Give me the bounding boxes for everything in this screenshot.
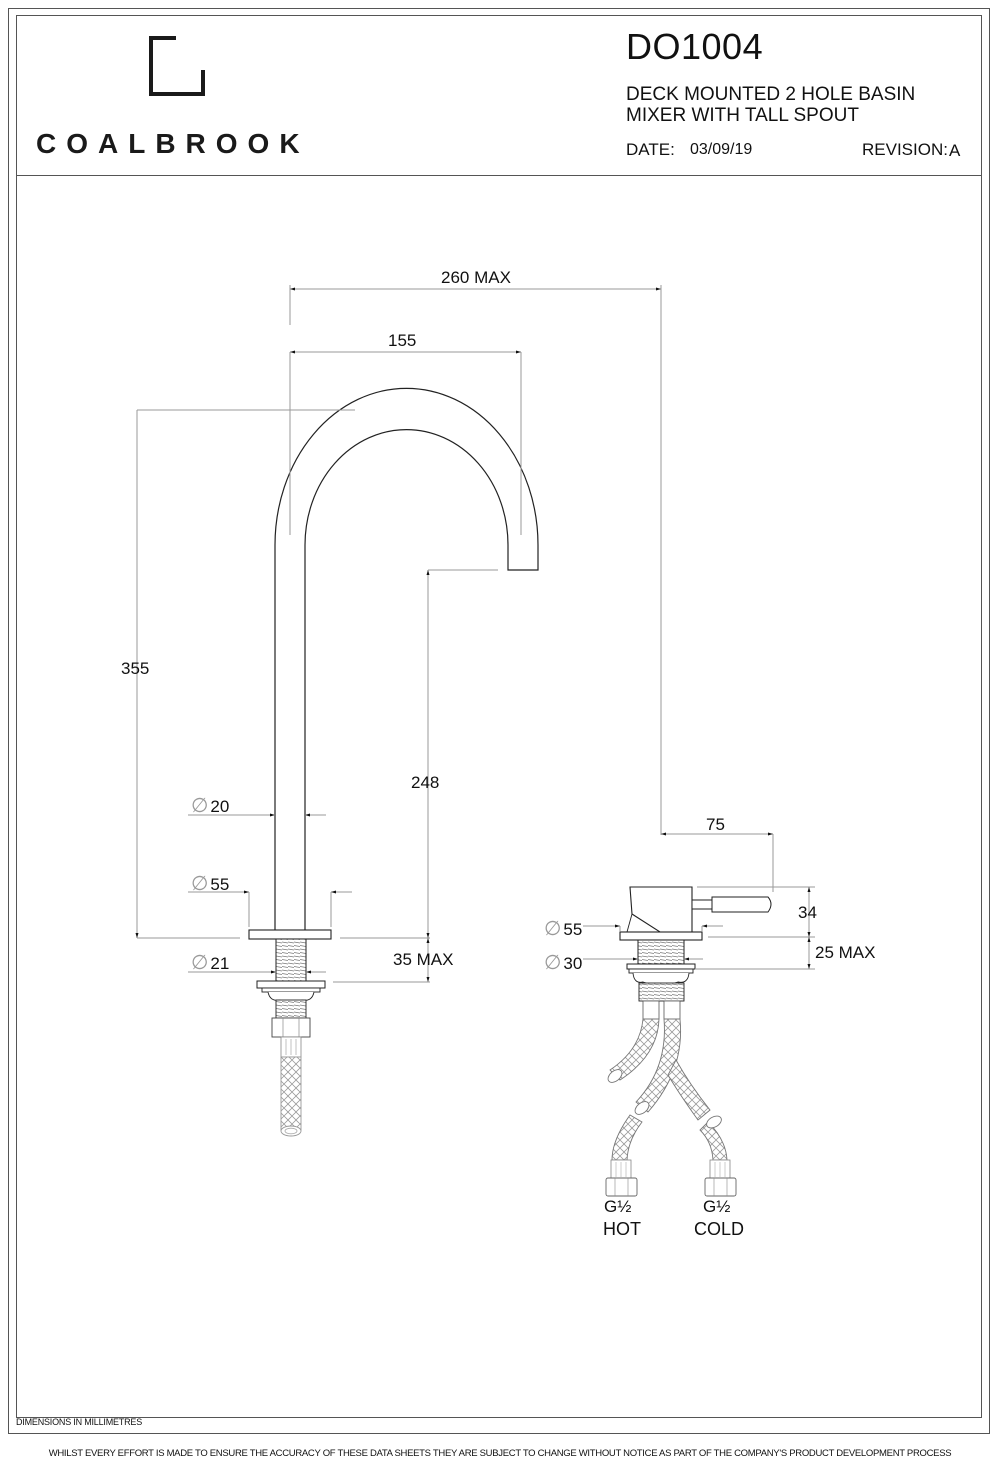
spout-drawing [248,387,539,1137]
dim-spout-outlet-height: 248 [411,773,440,792]
dim-spout-arc-width: 155 [388,331,417,350]
dim-mixer-body-height: 34 [798,903,817,922]
diameter-icon: ∅ [191,795,209,817]
diameter-icon: ∅ [544,918,562,940]
dim-spout-height: 355 [121,659,150,678]
disclaimer: WHILST EVERY EFFORT IS MADE TO ENSURE TH… [48,1448,952,1459]
diameter-icon: ∅ [544,952,562,974]
revision-label: REVISION: [862,140,948,159]
hot-label: HOT [603,1219,641,1239]
date-label: DATE: [626,140,675,159]
dim-mixer-shank-length: 25 MAX [815,943,876,962]
diameter-icon: ∅ [191,952,209,974]
description-line-2: MIXER WITH TALL SPOUT [626,105,859,126]
date-value: 03/09/19 [690,141,753,158]
outer-frame [8,8,990,1434]
product-description: DECK MOUNTED 2 HOLE BASIN MIXER WITH TAL… [626,84,915,126]
mixer-dimensions [583,832,815,970]
dim-spout-shank-diameter: ∅21 [191,952,230,974]
drawing-border [16,15,982,1418]
dim-mixer-lever-length: 75 [706,815,725,834]
dim-mixer-shank-diameter: ∅30 [544,952,583,974]
description-line-1: DECK MOUNTED 2 HOLE BASIN [626,84,916,105]
title-block-divider [16,175,982,176]
diameter-icon: ∅ [191,873,209,895]
revision-value: A [949,141,961,160]
dim-spout-reach: 260 MAX [441,268,511,287]
dim-spout-base-diameter: ∅55 [191,873,230,895]
mixer-drawing [605,886,772,1197]
spout-dimensions [135,285,662,983]
dim-mixer-base-diameter: ∅55 [544,918,583,940]
dim-spout-shank-length: 35 MAX [393,950,454,969]
cold-thread-label: G½ [703,1197,731,1216]
coalbrook-logo-icon [149,36,205,96]
brand-name: COALBROOK [36,128,310,159]
hot-thread-label: G½ [604,1197,632,1216]
product-code: DO1004 [626,26,764,67]
cold-label: COLD [694,1219,745,1239]
dim-spout-tube-diameter: ∅20 [191,795,230,817]
units-note: DIMENSIONS IN MILLIMETRES [16,1417,143,1427]
